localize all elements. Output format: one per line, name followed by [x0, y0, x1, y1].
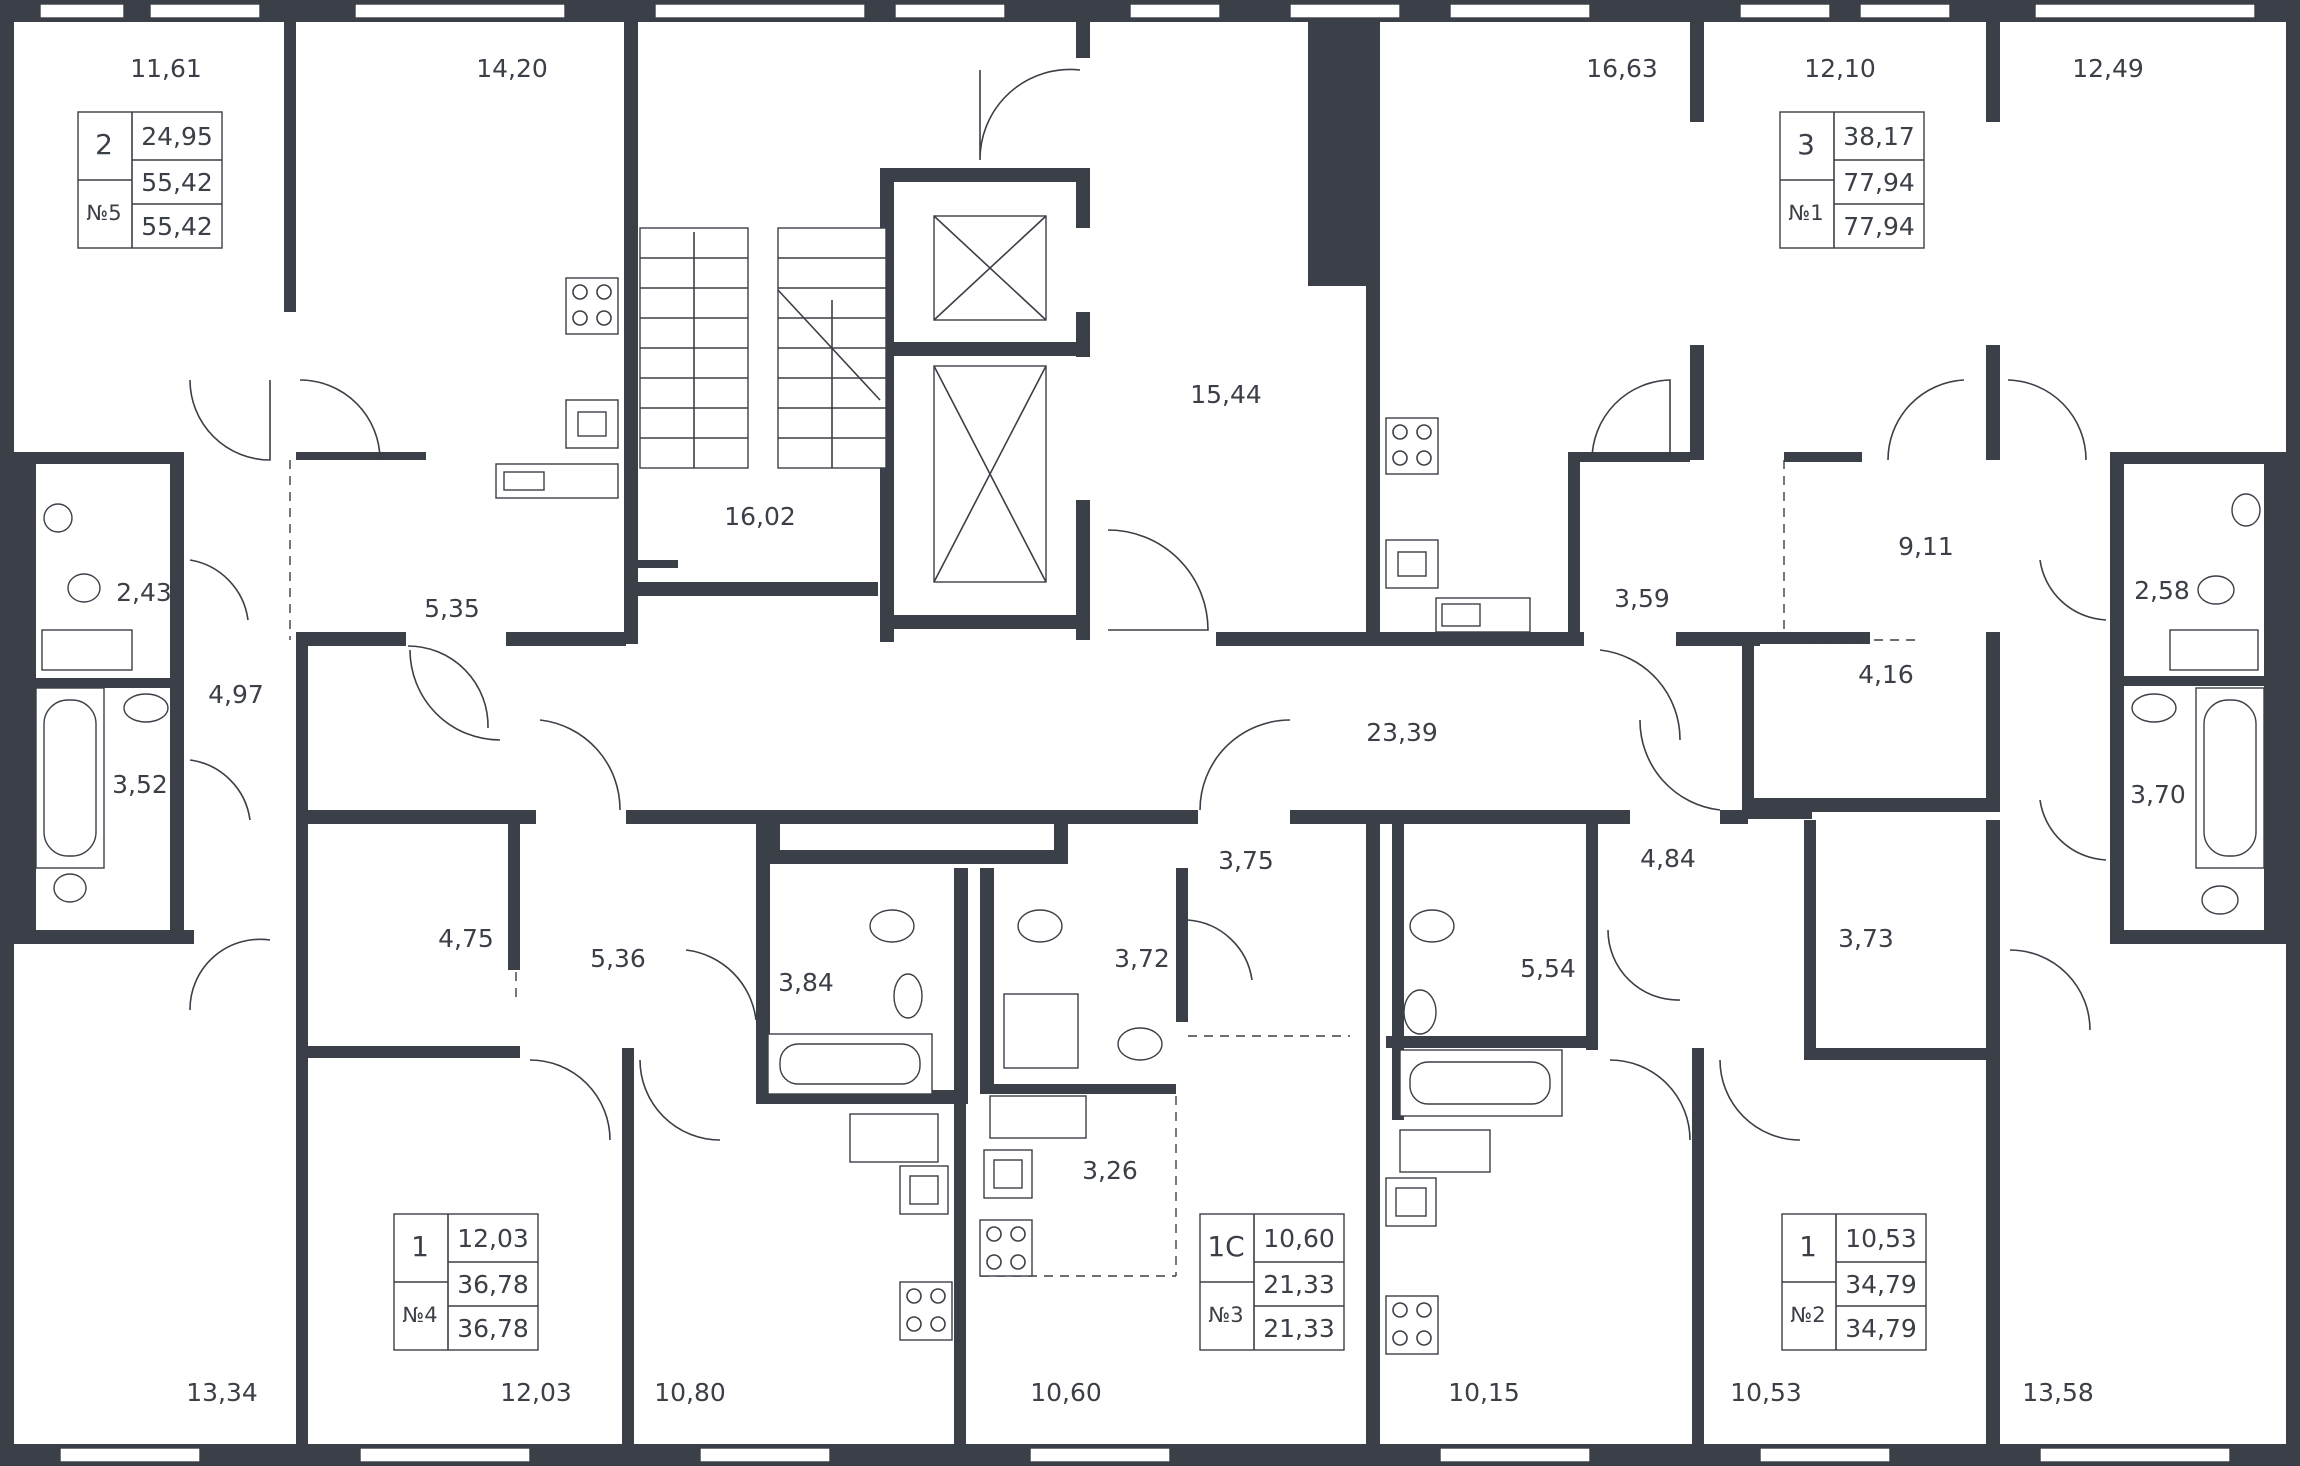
room-area: 3,72 [1114, 944, 1170, 973]
bathroom-fixtures [35, 493, 2265, 1117]
elevator-shafts [933, 215, 1047, 583]
windows [39, 3, 2256, 1463]
room-area: 10,60 [1030, 1378, 1102, 1407]
room-area: 10,80 [654, 1378, 726, 1407]
room-area: 4,97 [208, 680, 264, 709]
zone-separators [289, 460, 1920, 1277]
room-area: 16,02 [724, 502, 796, 531]
staircase [639, 227, 887, 469]
interior-walls [14, 22, 2286, 1444]
apartment-number: №3 [1208, 1303, 1243, 1327]
room-count: 1С [1207, 1230, 1244, 1263]
living-area: 10,53 [1845, 1224, 1917, 1253]
total-area: 36,78 [457, 1270, 529, 1299]
room-area: 3,73 [1838, 924, 1894, 953]
living-area: 10,60 [1263, 1224, 1335, 1253]
total-area-alt: 21,33 [1263, 1314, 1335, 1343]
apartment-number: №4 [402, 1303, 437, 1327]
room-area: 12,49 [2072, 54, 2144, 83]
room-count: 1 [411, 1230, 429, 1263]
room-area: 16,63 [1586, 54, 1658, 83]
room-area: 23,39 [1366, 718, 1438, 747]
total-area-alt: 77,94 [1843, 212, 1915, 241]
apartment-table: 1С №3 10,60 21,33 21,33 [1199, 1213, 1345, 1351]
room-count: 1 [1799, 1230, 1817, 1263]
room-area: 11,61 [130, 54, 202, 83]
room-area: 4,75 [438, 924, 494, 953]
apartment-table: 1 №4 12,03 36,78 36,78 [393, 1213, 539, 1351]
apartment-number: №1 [1788, 201, 1823, 225]
living-area: 38,17 [1843, 122, 1915, 151]
room-area: 10,53 [1730, 1378, 1802, 1407]
apartment-table: 1 №2 10,53 34,79 34,79 [1781, 1213, 1927, 1351]
room-count: 2 [95, 128, 113, 161]
total-area: 34,79 [1845, 1270, 1917, 1299]
apartment-table: 3 №1 38,17 77,94 77,94 [1779, 111, 1925, 249]
room-area: 13,34 [186, 1378, 258, 1407]
room-area: 4,16 [1858, 660, 1914, 689]
room-area: 10,15 [1448, 1378, 1520, 1407]
total-area-alt: 55,42 [141, 212, 213, 241]
room-area: 3,26 [1082, 1156, 1138, 1185]
room-area: 2,58 [2134, 576, 2190, 605]
kitchen-fixtures [495, 277, 1531, 1355]
room-area: 3,52 [112, 770, 168, 799]
room-area: 4,84 [1640, 844, 1696, 873]
total-area-alt: 34,79 [1845, 1314, 1917, 1343]
apartment-number: №5 [86, 201, 121, 225]
room-area: 5,36 [590, 944, 646, 973]
living-area: 24,95 [141, 122, 213, 151]
room-area: 9,11 [1898, 532, 1954, 561]
room-area: 3,75 [1218, 846, 1274, 875]
room-area: 3,59 [1614, 584, 1670, 613]
room-area: 12,10 [1804, 54, 1876, 83]
room-area: 12,03 [500, 1378, 572, 1407]
apartment-table: 2 №5 24,95 55,42 55,42 [77, 111, 223, 249]
room-area: 2,43 [116, 578, 172, 607]
room-area: 13,58 [2022, 1378, 2094, 1407]
room-area: 14,20 [476, 54, 548, 83]
total-area: 77,94 [1843, 168, 1915, 197]
room-labels: 11,61 14,20 16,02 15,44 16,63 12,10 12,4… [112, 54, 2190, 1407]
total-area: 55,42 [141, 168, 213, 197]
living-area: 12,03 [457, 1224, 529, 1253]
room-area: 15,44 [1190, 380, 1262, 409]
total-area-alt: 36,78 [457, 1314, 529, 1343]
room-area: 5,35 [424, 594, 480, 623]
apartment-number: №2 [1790, 1303, 1825, 1327]
total-area: 21,33 [1263, 1270, 1335, 1299]
doors [189, 68, 2107, 1141]
room-count: 3 [1797, 128, 1815, 161]
room-area: 3,70 [2130, 780, 2186, 809]
room-area: 3,84 [778, 968, 834, 997]
room-area: 5,54 [1520, 954, 1576, 983]
